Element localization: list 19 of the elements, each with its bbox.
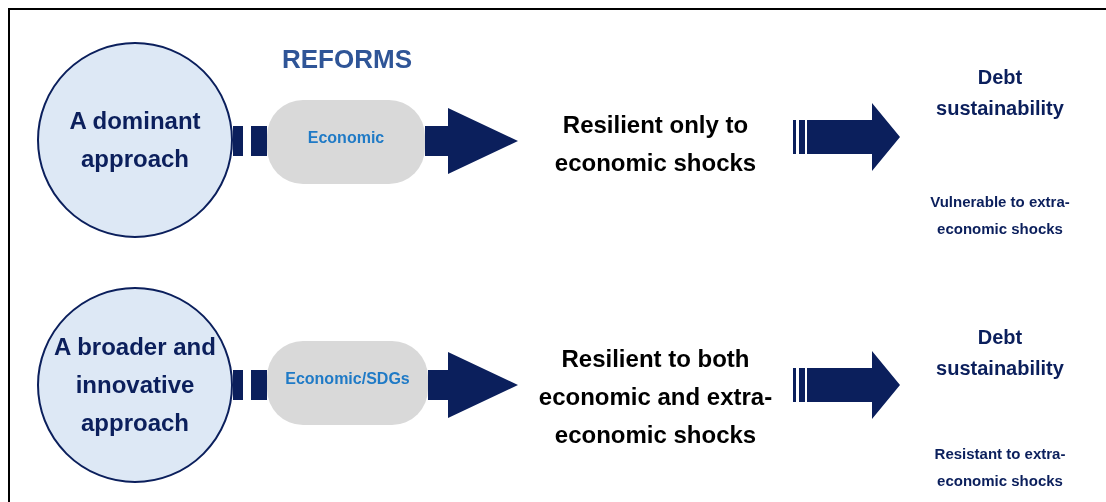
outcome-note: Resistant to extra-economic shocks xyxy=(933,444,1067,491)
approach-label: A dominant approach xyxy=(68,106,202,174)
outcome-text: Resilient to both economic and extra-economic shocks xyxy=(537,344,774,450)
block-arrow xyxy=(793,351,900,419)
section-heading: REFORMS xyxy=(281,43,413,76)
outcome-note: Vulnerable to extra-economic shocks xyxy=(929,192,1071,239)
reform-label: Economic/SDGs xyxy=(285,369,410,389)
reform-pill xyxy=(267,100,425,184)
block-arrow xyxy=(233,370,267,400)
block-arrow xyxy=(793,103,900,171)
outcome-text: Resilient only to economic shocks xyxy=(553,110,758,178)
block-arrow xyxy=(425,108,518,174)
approach-label: A broader and innovative approach xyxy=(53,332,217,438)
outcome-heading: Debt sustainability xyxy=(935,325,1065,381)
block-arrow xyxy=(233,126,267,156)
outcome-heading: Debt sustainability xyxy=(935,65,1065,121)
block-arrow xyxy=(428,352,518,418)
reform-pill xyxy=(267,341,428,425)
reform-label: Economic xyxy=(307,128,385,148)
